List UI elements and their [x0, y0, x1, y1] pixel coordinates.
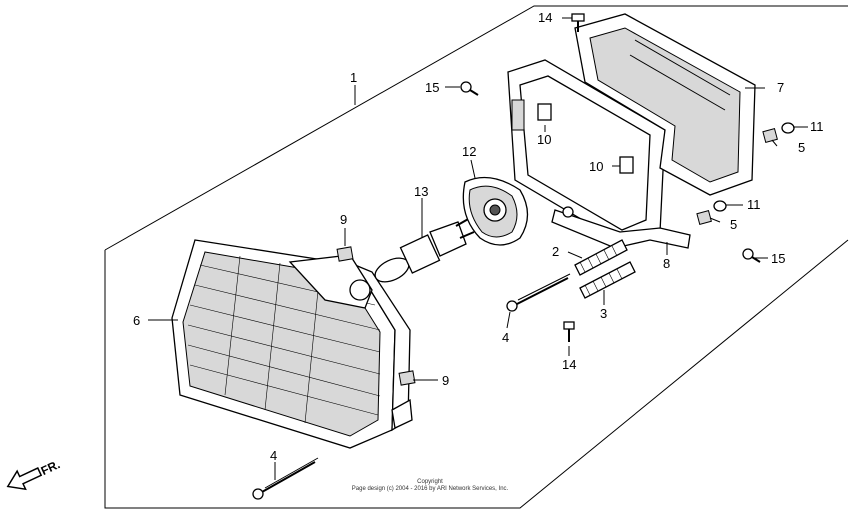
leader-lines: [148, 17, 808, 480]
assembly-outline: [104, 5, 848, 251]
headlight-unit[interactable]: [171, 239, 413, 449]
nut-5-top[interactable]: [762, 128, 778, 143]
adjusting-screw-upper[interactable]: [506, 273, 571, 312]
clip-10-right[interactable]: [619, 156, 634, 174]
arrow-icon: [6, 467, 43, 491]
callout-labels: 1 2 3 4 4 5 5 6 7 8 9 9 10 10 11 11 12 1…: [133, 10, 824, 463]
callout-8: 8: [663, 256, 670, 271]
callout-15-top: 15: [425, 80, 439, 95]
spring-2[interactable]: [574, 239, 628, 276]
copyright-line-2: Page design (c) 2004 - 2016 by ARI Netwo…: [351, 486, 509, 492]
callout-4-upper: 4: [502, 330, 509, 345]
adjusting-screw-lower[interactable]: [252, 457, 319, 500]
dust-cover[interactable]: [462, 176, 529, 246]
callout-10-right: 10: [589, 159, 603, 174]
nut-9-top[interactable]: [336, 246, 354, 262]
callout-6: 6: [133, 313, 140, 328]
callout-11-upper: 11: [810, 119, 824, 134]
assembly-outline-lower: [104, 239, 849, 509]
callout-10-left: 10: [537, 132, 551, 147]
screw-15-top[interactable]: [460, 81, 479, 96]
callout-15-right: 15: [771, 251, 785, 266]
callout-9-upper: 9: [340, 212, 347, 227]
callout-3: 3: [600, 306, 607, 321]
callout-9-lower: 9: [442, 373, 449, 388]
copyright-footer: Copyright Page design (c) 2004 - 2016 by…: [300, 479, 560, 493]
callout-7: 7: [777, 80, 784, 95]
direction-label: FR.: [39, 457, 62, 478]
callout-14-bottom: 14: [562, 357, 576, 372]
callout-13: 13: [414, 184, 428, 199]
callout-5-lower: 5: [730, 217, 737, 232]
callout-2: 2: [552, 244, 559, 259]
nut-5-bottom[interactable]: [696, 210, 712, 225]
callout-4-lower: 4: [270, 448, 277, 463]
callout-14-top: 14: [538, 10, 552, 25]
nut-9-bottom[interactable]: [398, 370, 416, 386]
screw-14-bottom[interactable]: [563, 321, 575, 342]
front-direction-arrow: FR.: [6, 457, 62, 491]
grommet-11-bottom[interactable]: [713, 200, 727, 212]
copyright-line-1: Copyright: [417, 479, 443, 485]
clip-10-left[interactable]: [537, 103, 552, 121]
spring-3[interactable]: [579, 261, 636, 299]
headlight-rim[interactable]: [574, 13, 756, 196]
callout-5-upper: 5: [798, 140, 805, 155]
screw-15-right[interactable]: [742, 248, 761, 263]
callout-11-lower: 11: [747, 197, 761, 212]
callout-12: 12: [462, 144, 476, 159]
callout-1: 1: [350, 70, 357, 85]
grommet-11-top[interactable]: [781, 122, 795, 134]
bulb[interactable]: [371, 217, 475, 287]
